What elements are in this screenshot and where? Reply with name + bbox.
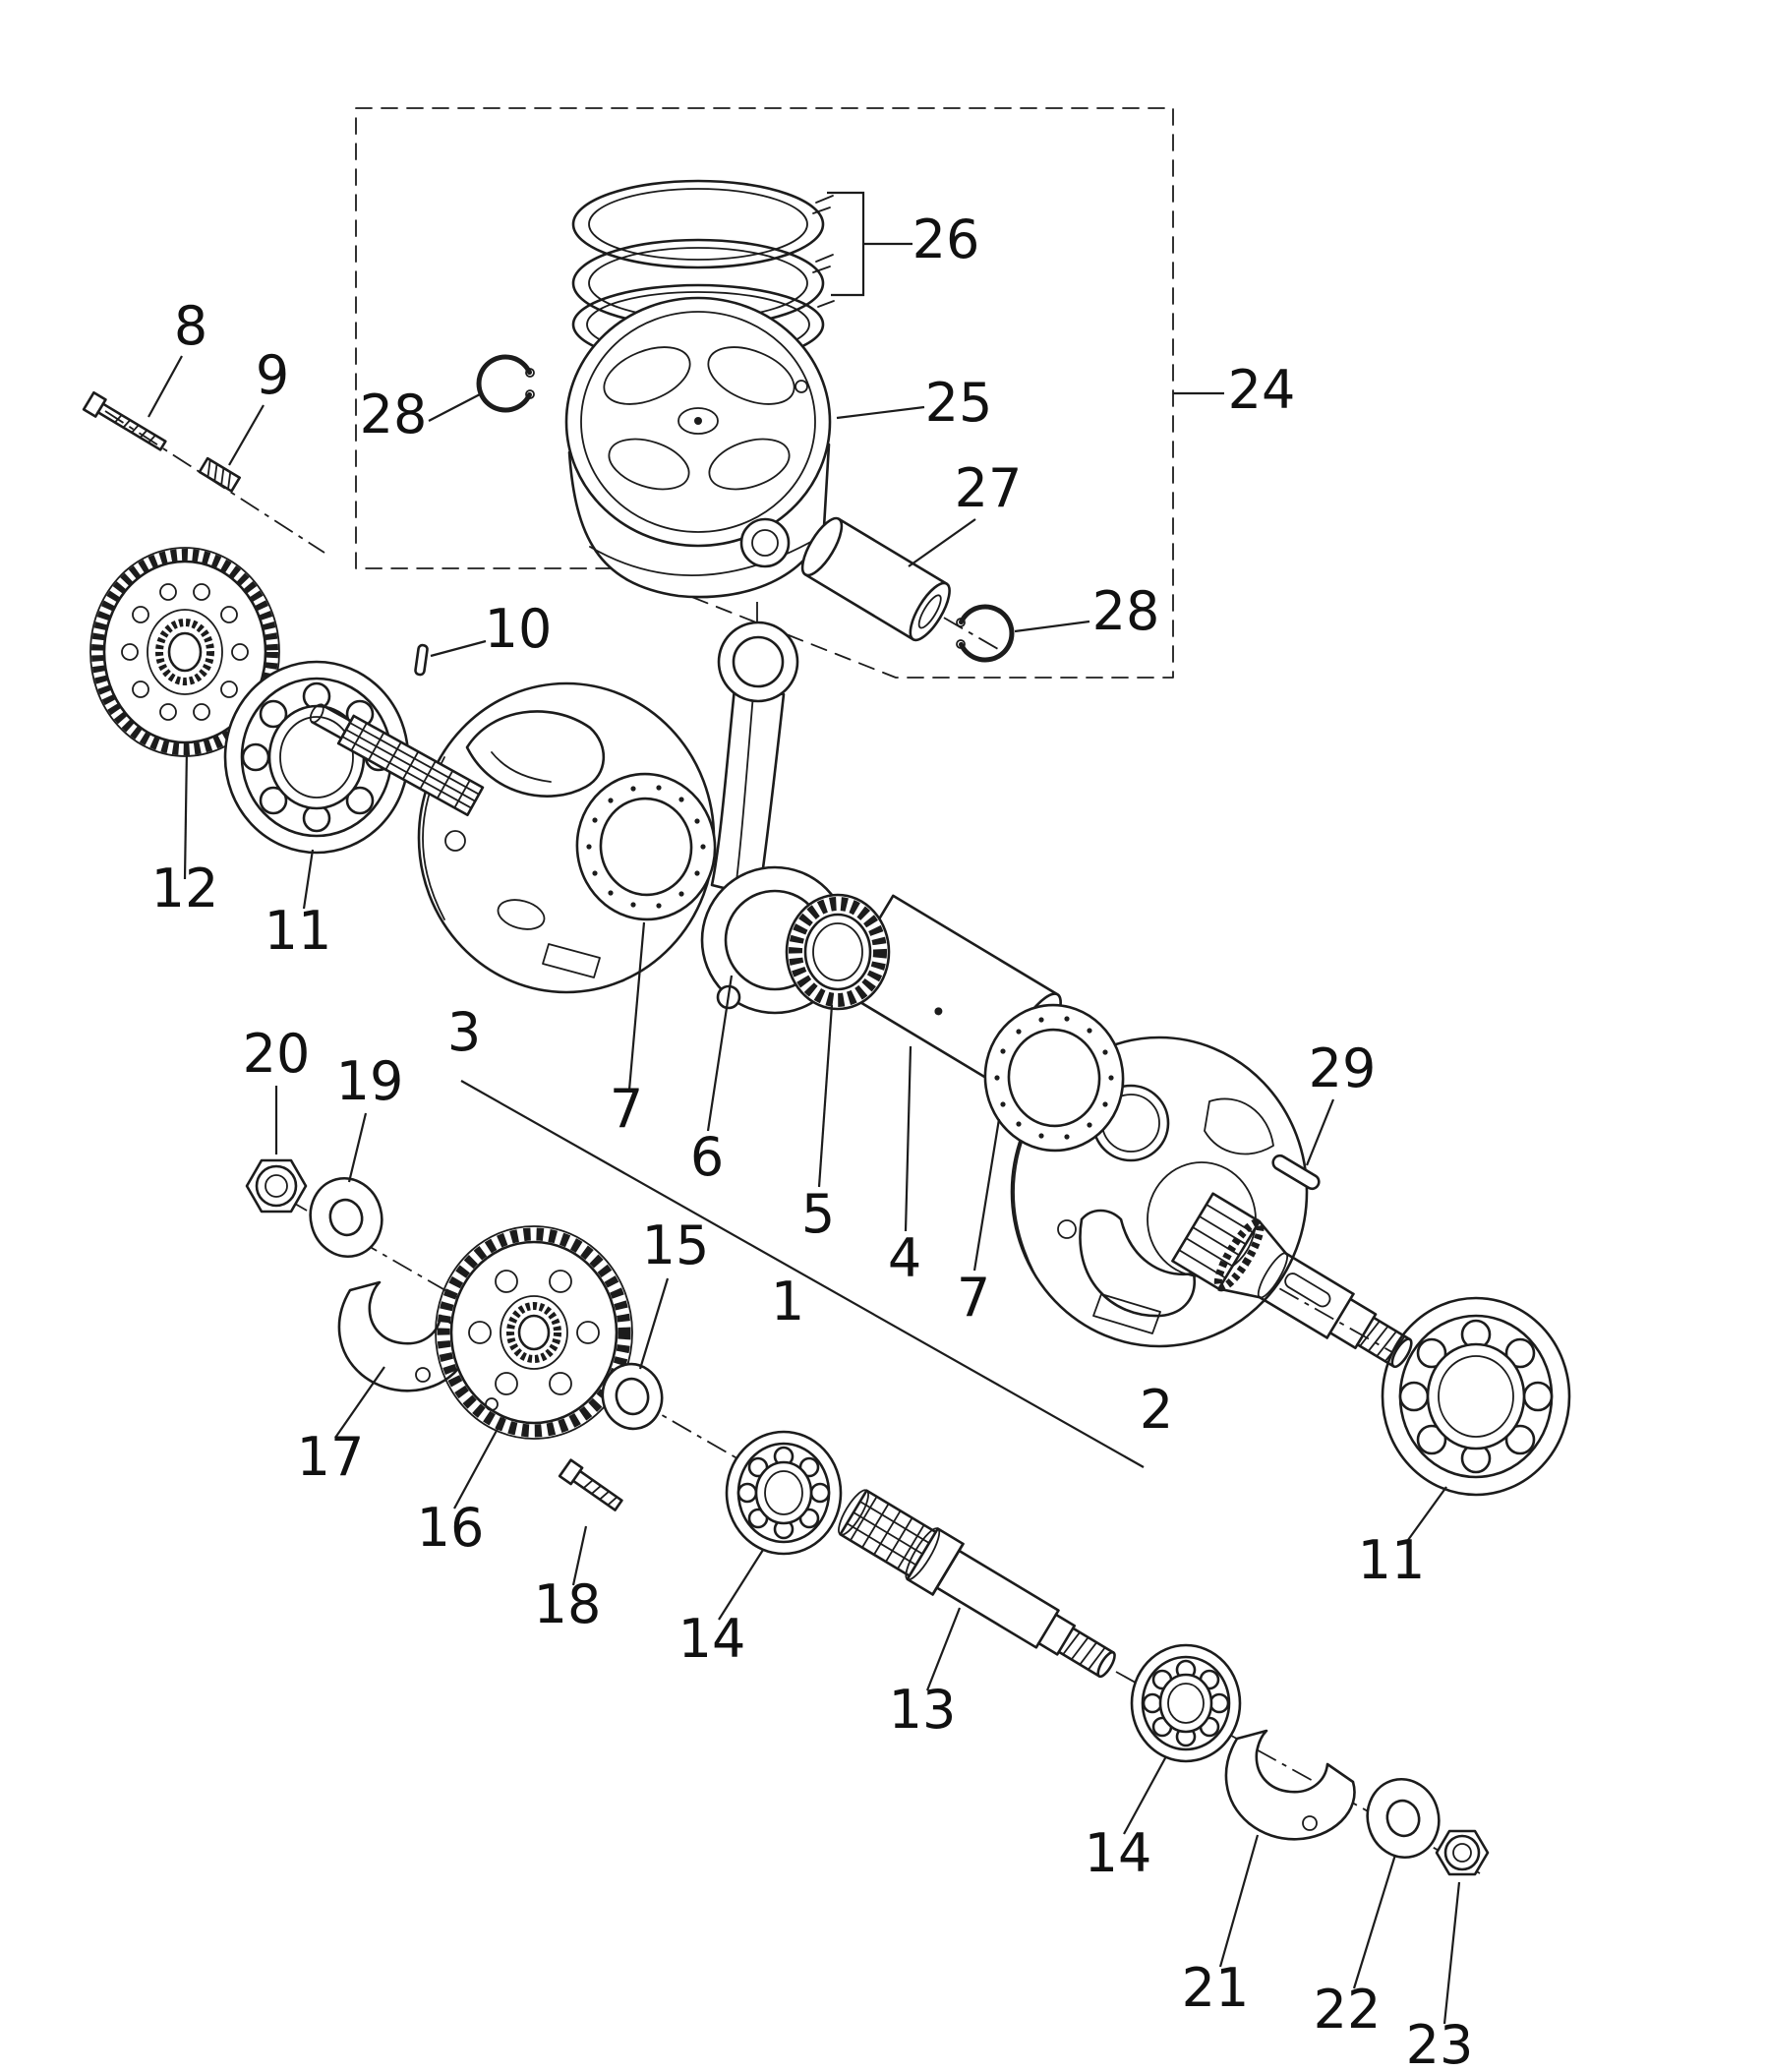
label-28-left: 28 xyxy=(360,384,428,445)
balancer-washer-front xyxy=(309,1176,383,1259)
label-13: 13 xyxy=(889,1679,957,1741)
label-21: 21 xyxy=(1182,1957,1250,2019)
label-5: 5 xyxy=(801,1183,835,1245)
label-1: 1 xyxy=(771,1271,804,1332)
label-14-upper: 14 xyxy=(678,1608,746,1670)
label-23: 23 xyxy=(1406,2014,1474,2072)
label-7-left: 7 xyxy=(610,1078,643,1140)
woodruff-key xyxy=(1271,1154,1321,1191)
balancer-weight-rear xyxy=(1224,1729,1356,1841)
dowel-pin xyxy=(414,643,429,677)
big-end-bearing xyxy=(785,893,891,1011)
label-26: 26 xyxy=(912,208,980,270)
label-10: 10 xyxy=(485,598,553,660)
leader-lines xyxy=(147,355,1461,2025)
main-bearing-right xyxy=(1381,1296,1571,1497)
label-8: 8 xyxy=(174,295,207,357)
balancer-bearing-right xyxy=(1130,1643,1242,1763)
label-15: 15 xyxy=(642,1214,710,1276)
balancer-bearing-left xyxy=(725,1430,843,1556)
label-11-right: 11 xyxy=(1358,1529,1426,1591)
label-29: 29 xyxy=(1309,1037,1377,1099)
label-20: 20 xyxy=(243,1023,311,1085)
balancer-shaft xyxy=(838,1489,1116,1679)
balancer-nut-rear xyxy=(1435,1829,1490,1876)
label-16: 16 xyxy=(417,1497,485,1559)
label-2: 2 xyxy=(1140,1379,1173,1441)
label-24: 24 xyxy=(1228,359,1296,421)
crank-shaft-splined-end xyxy=(309,703,485,817)
balancer-washer-rear xyxy=(1366,1777,1441,1860)
timing-sprocket xyxy=(89,547,280,757)
label-28-right: 28 xyxy=(1092,580,1160,642)
piston xyxy=(564,296,832,599)
label-11-left: 11 xyxy=(265,900,332,962)
label-4: 4 xyxy=(888,1227,921,1289)
label-9: 9 xyxy=(256,344,289,406)
label-14-lower: 14 xyxy=(1085,1822,1152,1884)
thrust-washer-left xyxy=(575,772,717,921)
assembly-boundary-box xyxy=(355,107,1174,679)
label-25: 25 xyxy=(925,372,993,434)
piston-pin-circlip-right xyxy=(956,604,1015,663)
bolt xyxy=(82,390,167,451)
spring-screw xyxy=(198,456,241,493)
label-18: 18 xyxy=(534,1573,602,1635)
label-6: 6 xyxy=(690,1126,724,1188)
main-bearing-left xyxy=(223,660,410,855)
balancer-bolt xyxy=(558,1458,623,1511)
balancer-gear xyxy=(435,1225,633,1440)
balancer-weight-front xyxy=(337,1280,469,1392)
label-3: 3 xyxy=(447,1001,481,1063)
label-7-right: 7 xyxy=(957,1267,990,1329)
piston-pin xyxy=(800,516,951,642)
balancer-spacer xyxy=(601,1362,664,1431)
label-17: 17 xyxy=(297,1426,365,1488)
crank-shaft-gear-end xyxy=(1171,1192,1413,1369)
ring-callout-bracket xyxy=(827,191,912,297)
label-12: 12 xyxy=(151,858,219,919)
label-27: 27 xyxy=(955,457,1023,519)
thrust-washer-right xyxy=(983,1003,1125,1153)
piston-pin-circlip-left xyxy=(476,354,535,413)
label-22: 22 xyxy=(1314,1979,1382,2041)
balancer-nut-front xyxy=(245,1158,308,1214)
label-19: 19 xyxy=(336,1050,404,1112)
